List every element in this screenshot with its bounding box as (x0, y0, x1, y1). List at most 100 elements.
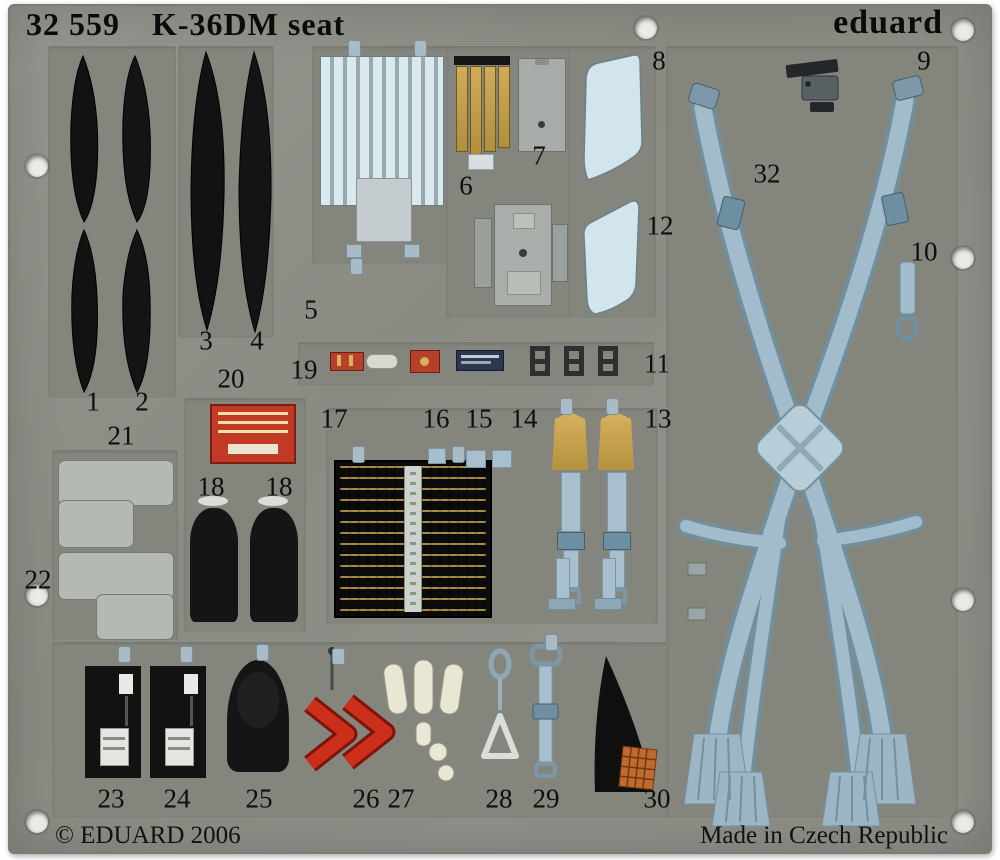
part-label-15: 15 (465, 403, 493, 434)
detail (461, 355, 499, 358)
part-24-box (150, 666, 206, 778)
harness-straps (677, 88, 925, 784)
part-32-harness (677, 59, 925, 827)
strap (607, 472, 627, 532)
attach-tab (545, 634, 558, 651)
part-label-18a: 18 (197, 471, 225, 502)
pad-sliver (198, 496, 228, 506)
part-10-strap (895, 261, 919, 342)
attach-tab (352, 446, 365, 463)
part-20-red-placard (210, 404, 296, 464)
attach-tab (256, 644, 269, 661)
part-label-19: 19 (290, 354, 318, 385)
part-3-4-black-pads (190, 50, 272, 334)
mounting-hole (26, 584, 48, 606)
belt-bar (454, 56, 510, 65)
detail (103, 737, 125, 740)
part-label-24: 24 (163, 783, 191, 814)
gold-belt-strips (452, 54, 516, 172)
copyright-text: © EDUARD 2006 (55, 822, 241, 849)
part-label-28: 28 (485, 783, 513, 814)
gold-strip (456, 66, 468, 152)
canister (165, 728, 194, 766)
brand-logo: eduard (833, 4, 943, 41)
part-1-2-black-pads (70, 54, 151, 394)
part-6-box-assembly (474, 198, 568, 312)
part-28-ring-triangle (481, 648, 519, 759)
part-label-9: 9 (917, 45, 931, 76)
attach-tab (606, 398, 619, 415)
part-label-3: 3 (199, 325, 213, 356)
part-22-bracket (96, 594, 174, 640)
part-30-flag (594, 656, 658, 792)
part-label-25: 25 (245, 783, 273, 814)
part-5-striped-plate (316, 52, 448, 258)
part-label-32: 32 (753, 158, 781, 189)
part-label-7: 7 (532, 140, 546, 171)
part-label-29: 29 (532, 783, 560, 814)
gold-strip (484, 66, 496, 152)
part-16-tab (492, 450, 512, 468)
gold-strip (498, 66, 510, 148)
part-label-11: 11 (644, 348, 670, 379)
part-18-pad (190, 508, 238, 622)
part-18-pad (250, 508, 298, 622)
side-plate (474, 218, 492, 288)
mounting-hole (952, 811, 974, 833)
placard-text-lines (218, 412, 288, 438)
grille-center-strip (404, 466, 422, 612)
detail (507, 271, 541, 295)
strap (561, 472, 581, 532)
part-14-strap (548, 410, 592, 615)
attach-tab (350, 258, 363, 275)
part-label-26: 26 (352, 783, 380, 814)
part-label-14: 14 (510, 403, 538, 434)
detail (410, 472, 416, 606)
detail (184, 674, 198, 694)
belt-buckle (598, 346, 618, 376)
center-x (775, 423, 825, 473)
part-label-13: 13 (644, 403, 672, 434)
part-label-27: 27 (387, 783, 415, 814)
part-label-1: 1 (86, 386, 100, 417)
side-clip (687, 607, 707, 621)
small-red-clasp (330, 352, 364, 371)
part-8-12-triangles (583, 54, 643, 315)
detail (168, 747, 190, 750)
adjuster-buckle (881, 192, 909, 226)
part-23-box (85, 666, 141, 778)
detail (125, 696, 128, 726)
belt-fitting (468, 154, 494, 170)
part-label-12: 12 (646, 210, 674, 241)
mounting-hole (952, 589, 974, 611)
part-15-tab (466, 450, 486, 468)
attach-tab (452, 446, 465, 463)
part-label-22: 22 (24, 564, 52, 595)
mounting-hole (635, 17, 657, 39)
part-label-4: 4 (250, 325, 264, 356)
detail (461, 361, 491, 364)
part-label-20: 20 (217, 363, 245, 394)
part-26-red-handles (304, 647, 396, 772)
attach-tab (346, 244, 362, 258)
attach-tab (348, 40, 361, 57)
part-21-bracket (58, 500, 134, 548)
side-plate (552, 224, 568, 282)
part-label-16: 16 (422, 403, 450, 434)
part-17-grille (334, 460, 492, 618)
attach-tab (404, 244, 420, 258)
belt-buckle (530, 346, 550, 376)
detail (190, 696, 193, 726)
small-placard (456, 350, 504, 371)
mounting-hole (26, 155, 48, 177)
detail (513, 213, 535, 229)
top-fitting (892, 75, 924, 101)
part-label-17: 17 (320, 403, 348, 434)
pad-sliver (258, 496, 288, 506)
mounting-hole (952, 247, 974, 269)
attach-tab (180, 646, 193, 663)
part-7-plate (518, 58, 566, 152)
part-13-strap (594, 410, 638, 615)
part-label-5: 5 (304, 294, 318, 325)
